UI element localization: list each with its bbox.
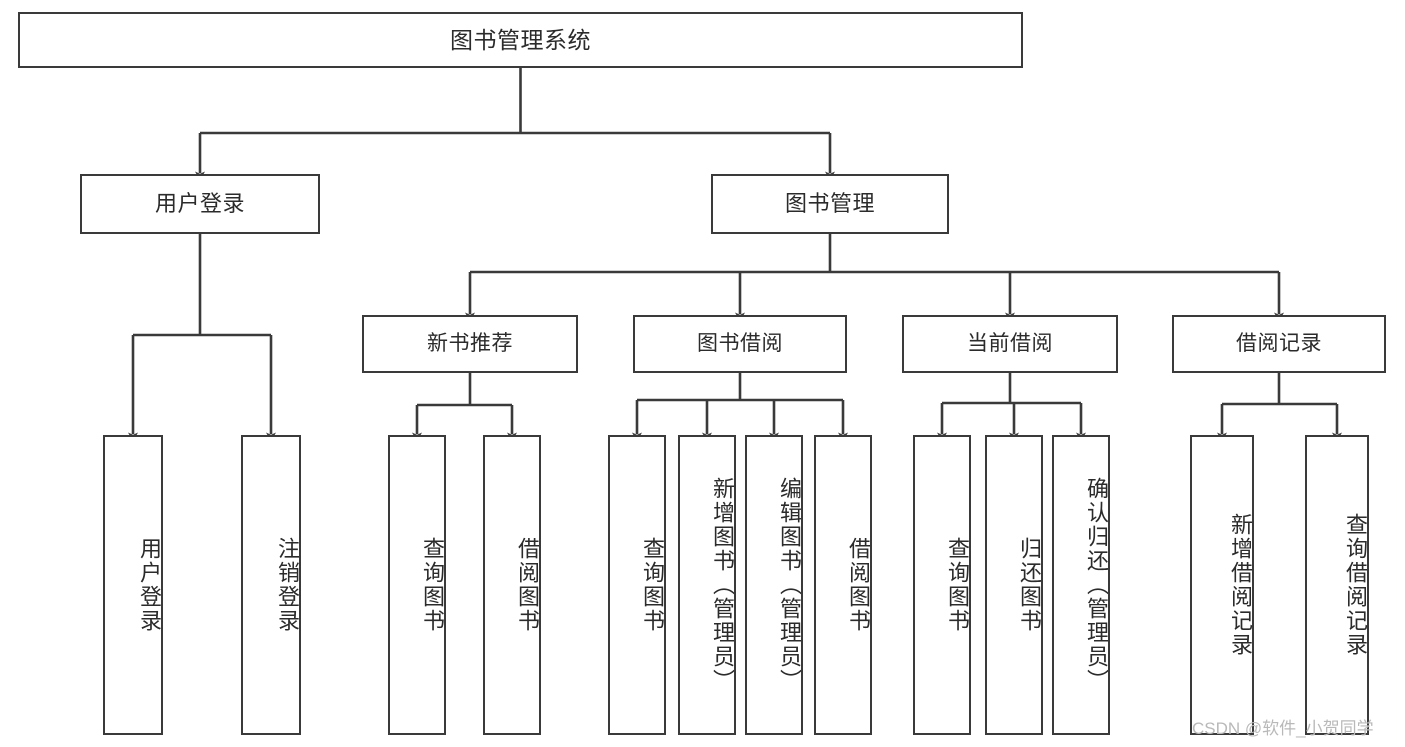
node-label-leaf-2: 注销登录 [275,537,300,633]
node-label-leaf-5: 查询图书 [640,537,665,633]
node-leaf-1[interactable]: 用户登录 [103,435,163,735]
node-label-l3-borrow: 图书借阅 [697,331,783,355]
node-leaf-11[interactable]: 确认归还（管理员） [1052,435,1110,735]
node-label-leaf-12: 新增借阅记录 [1228,513,1253,657]
node-leaf-5[interactable]: 查询图书 [608,435,666,735]
node-leaf-12[interactable]: 新增借阅记录 [1190,435,1254,735]
node-label-leaf-7: 编辑图书（管理员） [777,477,802,693]
node-leaf-6[interactable]: 新增图书（管理员） [678,435,736,735]
node-label-leaf-8: 借阅图书 [846,537,871,633]
node-leaf-10[interactable]: 归还图书 [985,435,1043,735]
node-leaf-8[interactable]: 借阅图书 [814,435,872,735]
edge-group [128,68,1342,442]
node-l3-borrow[interactable]: 图书借阅 [633,315,847,373]
node-label-l2-login: 用户登录 [154,191,245,217]
node-label-leaf-3: 查询图书 [420,537,445,633]
node-label-l3-record: 借阅记录 [1236,331,1322,355]
node-leaf-9[interactable]: 查询图书 [913,435,971,735]
node-leaf-3[interactable]: 查询图书 [388,435,446,735]
node-label-leaf-10: 归还图书 [1017,537,1042,633]
node-label-l3-current: 当前借阅 [967,331,1053,355]
node-l2-login[interactable]: 用户登录 [80,174,320,234]
node-label-root: 图书管理系统 [450,26,591,53]
node-label-leaf-11: 确认归还（管理员） [1084,477,1109,693]
node-label-leaf-4: 借阅图书 [515,537,540,633]
node-l3-record[interactable]: 借阅记录 [1172,315,1386,373]
node-label-leaf-6: 新增图书（管理员） [710,477,735,693]
node-label-leaf-9: 查询图书 [945,537,970,633]
node-leaf-4[interactable]: 借阅图书 [483,435,541,735]
node-root[interactable]: 图书管理系统 [18,12,1023,68]
node-label-leaf-1: 用户登录 [137,537,162,633]
csdn-watermark: CSDN @软件_小贺同学 [1192,719,1374,738]
node-l3-current[interactable]: 当前借阅 [902,315,1118,373]
node-leaf-7[interactable]: 编辑图书（管理员） [745,435,803,735]
node-label-leaf-13: 查询借阅记录 [1343,513,1368,657]
node-l3-newbook[interactable]: 新书推荐 [362,315,578,373]
node-leaf-13[interactable]: 查询借阅记录 [1305,435,1369,735]
node-leaf-2[interactable]: 注销登录 [241,435,301,735]
node-label-l2-bookmgmt: 图书管理 [784,191,875,217]
node-label-l3-newbook: 新书推荐 [427,331,513,355]
node-l2-bookmgmt[interactable]: 图书管理 [711,174,949,234]
